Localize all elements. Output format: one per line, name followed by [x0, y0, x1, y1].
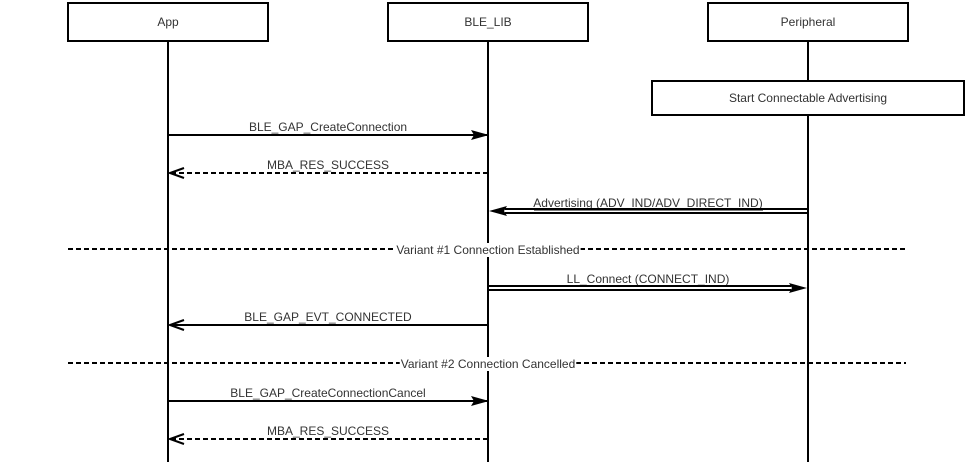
- note-start-advertising-label: Start Connectable Advertising: [729, 91, 887, 105]
- open-arrow-icon: [167, 319, 185, 331]
- separator-variant-1-label: Variant #1 Connection Established: [396, 243, 579, 257]
- note-start-advertising[interactable]: Start Connectable Advertising: [651, 80, 965, 116]
- message-create-connection[interactable]: BLE_GAP_CreateConnection: [168, 120, 489, 140]
- participant-peripheral-label: Peripheral: [781, 15, 836, 29]
- message-ll-connect-label: LL_Connect (CONNECT_IND): [567, 272, 730, 286]
- open-arrow-icon: [167, 167, 185, 179]
- message-create-connection-cancel-label: BLE_GAP_CreateConnectionCancel: [230, 386, 425, 400]
- message-res-success-2[interactable]: MBA_RES_SUCCESS: [167, 424, 488, 445]
- message-advertising[interactable]: Advertising (ADV_IND/ADV_DIRECT_IND): [489, 196, 808, 216]
- message-create-connection-cancel[interactable]: BLE_GAP_CreateConnectionCancel: [168, 386, 489, 406]
- message-advertising-label: Advertising (ADV_IND/ADV_DIRECT_IND): [533, 196, 762, 210]
- participant-app-label: App: [157, 15, 179, 29]
- separator-label-background: [399, 357, 577, 371]
- message-res-success-1[interactable]: MBA_RES_SUCCESS: [167, 158, 488, 179]
- participant-ble-lib[interactable]: BLE_LIB: [387, 2, 589, 42]
- participant-peripheral[interactable]: Peripheral: [707, 2, 909, 42]
- open-arrow-icon: [167, 433, 185, 445]
- separator-variant-2-label: Variant #2 Connection Cancelled: [401, 357, 576, 371]
- filled-arrow-icon: [789, 283, 807, 293]
- message-create-connection-label: BLE_GAP_CreateConnection: [249, 120, 407, 134]
- message-ll-connect[interactable]: LL_Connect (CONNECT_IND): [488, 272, 807, 293]
- separator-variant-1: Variant #1 Connection Established: [68, 243, 906, 257]
- filled-arrow-icon: [489, 206, 507, 216]
- participant-ble-lib-label: BLE_LIB: [464, 15, 511, 29]
- separator-variant-2: Variant #2 Connection Cancelled: [68, 357, 906, 371]
- message-evt-connected-label: BLE_GAP_EVT_CONNECTED: [244, 310, 412, 324]
- separator-label-background: [395, 243, 581, 257]
- message-res-success-1-label: MBA_RES_SUCCESS: [267, 158, 389, 172]
- message-res-success-2-label: MBA_RES_SUCCESS: [267, 424, 389, 438]
- message-evt-connected[interactable]: BLE_GAP_EVT_CONNECTED: [167, 310, 488, 331]
- participant-app[interactable]: App: [67, 2, 269, 42]
